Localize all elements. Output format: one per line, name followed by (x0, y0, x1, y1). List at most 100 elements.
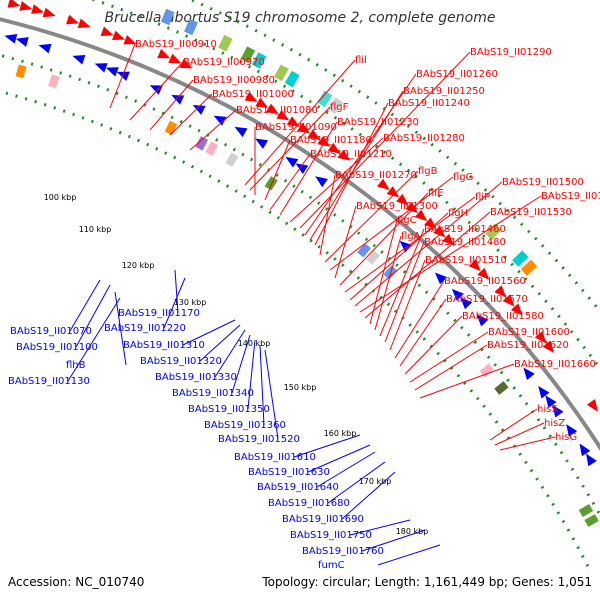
leader-line-forward (389, 259, 426, 351)
kbp-tick-label: 150 kbp (284, 383, 317, 392)
gene-arrow (337, 149, 351, 161)
gene-arrow (255, 138, 269, 149)
gene-block (357, 243, 371, 258)
dotted-ring (187, 0, 600, 314)
gene-block (15, 64, 27, 79)
gene-arrow (295, 163, 309, 174)
gene-label-forward: BAbS19_II01600 (488, 327, 570, 338)
topology-text: Topology: circular; Length: 1,161,449 bp… (261, 575, 592, 589)
leader-line-forward (289, 137, 384, 223)
gene-arrow (94, 63, 108, 73)
leader-line-forward (494, 422, 545, 446)
gene-label-reverse: BAbS19_II01100 (16, 342, 98, 353)
kbp-tick-label: 100 kbp (44, 193, 77, 202)
leader-line-reverse (307, 444, 371, 473)
kbp-tick-label: 130 kbp (174, 298, 207, 307)
gene-label-forward: BAbS19_II00980 (193, 75, 275, 86)
gene-label-forward: BAbS19_II01660 (514, 359, 596, 370)
gene-arrow (105, 67, 119, 77)
leader-line-forward (409, 331, 489, 383)
leader-line-forward (189, 109, 237, 151)
kbp-tick-label: 110 kbp (79, 225, 112, 234)
leader-line-forward (379, 228, 425, 337)
leader-line-forward (489, 408, 538, 441)
gene-arrow (31, 4, 44, 14)
gene-label-forward: BAbS19_II01500 (502, 177, 584, 188)
gene-label-forward: BAbS19_II01240 (388, 98, 470, 109)
gene-arrow (112, 30, 126, 41)
leader-line-reverse (247, 339, 256, 410)
leader-line-forward (399, 298, 447, 367)
gene-label-forward: BAbS19_II01250 (403, 86, 485, 97)
gene-arrow (42, 7, 56, 18)
leader-line-reverse (316, 451, 376, 488)
gene-label-reverse: BAbS19_II01750 (290, 530, 372, 541)
leader-line-forward (244, 59, 356, 186)
gene-arrow (545, 395, 557, 408)
leader-line-forward (309, 90, 404, 241)
leader-line-forward (414, 344, 488, 391)
gene-label-forward: BAbS19_II01580 (462, 311, 544, 322)
leader-line-forward (269, 153, 311, 211)
gene-label-forward: BAbS19_II00910 (135, 39, 217, 50)
gene-arrow (586, 399, 598, 412)
leader-line-reverse (327, 461, 386, 504)
gene-block (160, 8, 175, 26)
gene-arrow (468, 259, 481, 272)
gene-label-reverse: BAbS19_II01640 (257, 482, 339, 493)
gene-label-forward: BAbS19_II01180 (290, 135, 372, 146)
gene-arrow (405, 201, 418, 214)
gene-arrow (38, 43, 52, 54)
gene-arrow (510, 303, 523, 316)
gene-label-reverse: BAbS19_II01170 (118, 308, 200, 319)
leader-line-reverse (231, 334, 251, 394)
gene-block (365, 250, 380, 265)
leader-line-reverse (349, 519, 411, 536)
gene-arrow (534, 331, 547, 344)
gene-arrow (433, 225, 446, 238)
gene-arrow (171, 94, 185, 105)
gene-label-reverse: BAbS19_II01130 (8, 376, 90, 387)
gene-arrow (100, 26, 114, 36)
gene-label-reverse: BAbS19_II01220 (104, 323, 186, 334)
leader-line-reverse (182, 319, 236, 346)
gene-arrow (442, 233, 455, 246)
leader-line-forward (279, 121, 338, 216)
leader-line-forward (394, 280, 445, 359)
gene-arrow (244, 91, 258, 102)
gene-label-reverse: BAbS19_II01520 (218, 434, 300, 445)
gene-label-forward: BAbS19_II01300 (356, 201, 438, 212)
gene-label-reverse: BAbS19_II01760 (302, 546, 384, 557)
gene-block (327, 97, 343, 115)
gene-block (494, 381, 509, 395)
gene-label-reverse: fumC (318, 560, 345, 571)
gene-arrow (502, 294, 515, 307)
leader-line-reverse (214, 329, 246, 378)
map-title: Brucella abortus S19 chromosome 2, compl… (105, 10, 496, 26)
gene-arrow (586, 453, 597, 467)
kbp-tick-label: 120 kbp (122, 261, 155, 270)
gene-block (225, 152, 239, 167)
leader-line-reverse (341, 471, 396, 520)
gene-arrow (396, 193, 409, 206)
gene-labels: BAbS19_II00910BAbS19_II00970BAbS19_II009… (8, 39, 600, 571)
gene-arrow (123, 35, 137, 45)
leader-line-reverse (174, 269, 179, 314)
gene-arrow (192, 105, 206, 115)
leader-line-forward (344, 196, 476, 293)
gene-label-reverse: BAbS19_II01350 (188, 404, 270, 415)
gene-label-reverse: BAbS19_II01360 (204, 420, 286, 431)
leader-line-forward (359, 195, 542, 313)
leader-line-reverse (377, 544, 441, 566)
leader-line-forward (314, 102, 389, 246)
gene-block (584, 514, 599, 527)
gene-label-forward: flgC (397, 215, 417, 226)
gene-label-reverse: BAbS19_II01320 (140, 356, 222, 367)
leader-line-reverse (67, 297, 121, 382)
gene-arrow (276, 109, 290, 121)
leader-line-reverse (264, 349, 279, 440)
gene-label-reverse: BAbS19_II01690 (282, 514, 364, 525)
gene-block (512, 250, 529, 267)
kbp-tick-label: 170 kbp (359, 477, 392, 486)
gene-label-forward: flil (355, 55, 367, 66)
